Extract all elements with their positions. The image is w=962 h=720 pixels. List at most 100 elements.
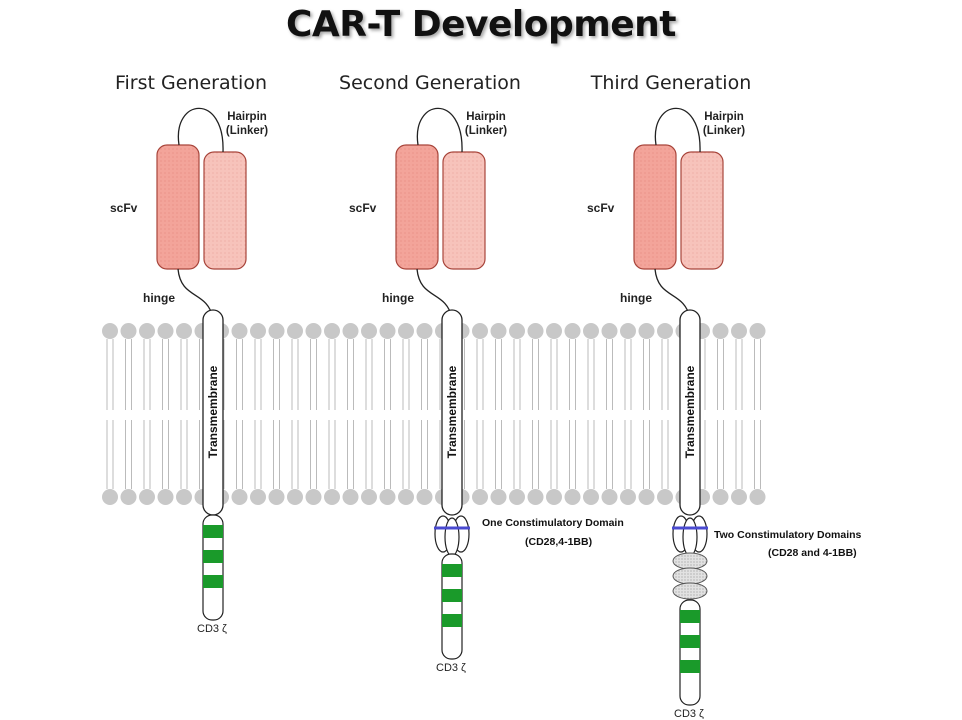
cd3-itam-stripe <box>680 660 700 673</box>
lipid-head <box>601 489 618 505</box>
lipid-head <box>287 323 303 339</box>
scfv-label: scFv <box>349 201 377 215</box>
lipid-head <box>638 489 655 505</box>
hinge-label: hinge <box>143 291 175 305</box>
lipid-head <box>157 489 174 505</box>
lipid-head <box>305 323 322 339</box>
lipid-head <box>176 489 192 505</box>
lipid-head <box>564 489 581 505</box>
transmembrane-label: Transmembrane <box>445 365 459 458</box>
lipid-head <box>361 323 377 339</box>
lipid-head <box>490 323 507 339</box>
lipid-head <box>527 489 544 505</box>
hairpin-label: Hairpin <box>227 111 267 123</box>
cd3-itam-stripe <box>442 614 462 627</box>
lipid-head <box>398 489 414 505</box>
scfv-light-domain <box>442 151 486 270</box>
lipid-head <box>379 323 396 339</box>
scfv-heavy-domain <box>395 144 439 270</box>
cell-membrane <box>102 323 766 505</box>
hairpin-linker <box>654 107 701 153</box>
hairpin-label: Hairpin <box>704 111 744 123</box>
lipid-head <box>120 489 137 505</box>
lipid-head <box>472 323 488 339</box>
lipid-head <box>546 489 562 505</box>
cd3-itam-stripe <box>203 525 223 538</box>
costim-lobe <box>682 517 698 557</box>
lipid-head <box>231 323 248 339</box>
lipid-head <box>176 323 192 339</box>
lipid-head <box>583 489 599 505</box>
hairpin-label: Hairpin <box>466 111 506 123</box>
scfv-light-domain <box>203 151 247 270</box>
page-title: CAR-T Development <box>285 4 677 45</box>
costim-sublabel: (CD28 and 4-1BB) <box>768 547 857 559</box>
costim-domain-oval <box>672 567 708 585</box>
lipid-head <box>250 489 266 505</box>
hinge-label: hinge <box>382 291 414 305</box>
lipid-head <box>324 323 340 339</box>
lipid-head <box>731 489 747 505</box>
cd3-zeta-label: CD3 ζ <box>197 623 227 635</box>
lipid-head <box>139 489 155 505</box>
cd3-itam-stripe <box>442 589 462 602</box>
transmembrane-domain <box>679 309 701 516</box>
lipid-head <box>268 489 285 505</box>
lipid-head <box>324 489 340 505</box>
lipid-head <box>527 323 544 339</box>
cd3-itam-stripe <box>203 550 223 563</box>
costim-domain-oval <box>672 582 708 600</box>
construct-gen-3: Transmembrane Hairpin (Linker) scFv hingeTwo… <box>587 107 862 720</box>
lipid-head <box>712 489 729 505</box>
car-constructs: Transmembrane Hairpin (Linker) scFv hingeCD3… <box>110 107 862 720</box>
lipid-head <box>509 323 525 339</box>
second-generation-title: Second Generation <box>339 72 521 94</box>
lipid-head <box>620 323 636 339</box>
transmembrane-label: Transmembrane <box>683 365 697 458</box>
hinge-curve <box>177 268 214 319</box>
lipid-head <box>139 323 155 339</box>
construct-gen-2: TransmembraneHairpin(Linker)scFvhingeOne… <box>349 107 624 674</box>
cd3-zeta-label: CD3 ζ <box>674 708 704 720</box>
lipid-head <box>546 323 562 339</box>
linker-label: (Linker) <box>703 125 745 137</box>
transmembrane-label: Transmembrane <box>206 365 220 458</box>
hinge-label: hinge <box>620 291 652 305</box>
lipid-head <box>638 323 655 339</box>
costim-label: Two Constimulatory Domains <box>714 529 862 541</box>
scfv-label: scFv <box>110 201 138 215</box>
lipid-head <box>120 323 137 339</box>
lipid-head <box>102 323 118 339</box>
scfv-heavy-domain <box>156 144 200 270</box>
hinge-curve <box>416 268 453 319</box>
lipid-head <box>157 323 174 339</box>
lipid-head <box>231 489 248 505</box>
lipid-head <box>305 489 322 505</box>
lipid-head <box>268 323 285 339</box>
lipid-head <box>657 489 673 505</box>
linker-label: (Linker) <box>465 125 507 137</box>
third-generation-title: Third Generation <box>590 72 752 94</box>
lipid-head <box>657 323 673 339</box>
scfv-label: scFv <box>587 201 615 215</box>
cd3-itam-stripe <box>203 575 223 588</box>
cd3-zeta-label: CD3 ζ <box>436 662 466 674</box>
transmembrane-domain <box>441 309 463 516</box>
lipid-head <box>490 489 507 505</box>
lipid-head <box>342 489 359 505</box>
cd3-zeta-chain <box>679 599 701 706</box>
lipid-head <box>749 489 766 505</box>
lipid-head <box>564 323 581 339</box>
lipid-head <box>379 489 396 505</box>
lipid-head <box>620 489 636 505</box>
scfv-heavy-domain <box>633 144 677 270</box>
first-generation-title: First Generation <box>114 72 268 94</box>
cd3-itam-stripe <box>680 610 700 623</box>
cd3-itam-stripe <box>680 635 700 648</box>
hinge-curve <box>654 268 691 319</box>
lipid-head <box>361 489 377 505</box>
lipid-head <box>583 323 599 339</box>
hairpin-linker <box>416 107 463 153</box>
